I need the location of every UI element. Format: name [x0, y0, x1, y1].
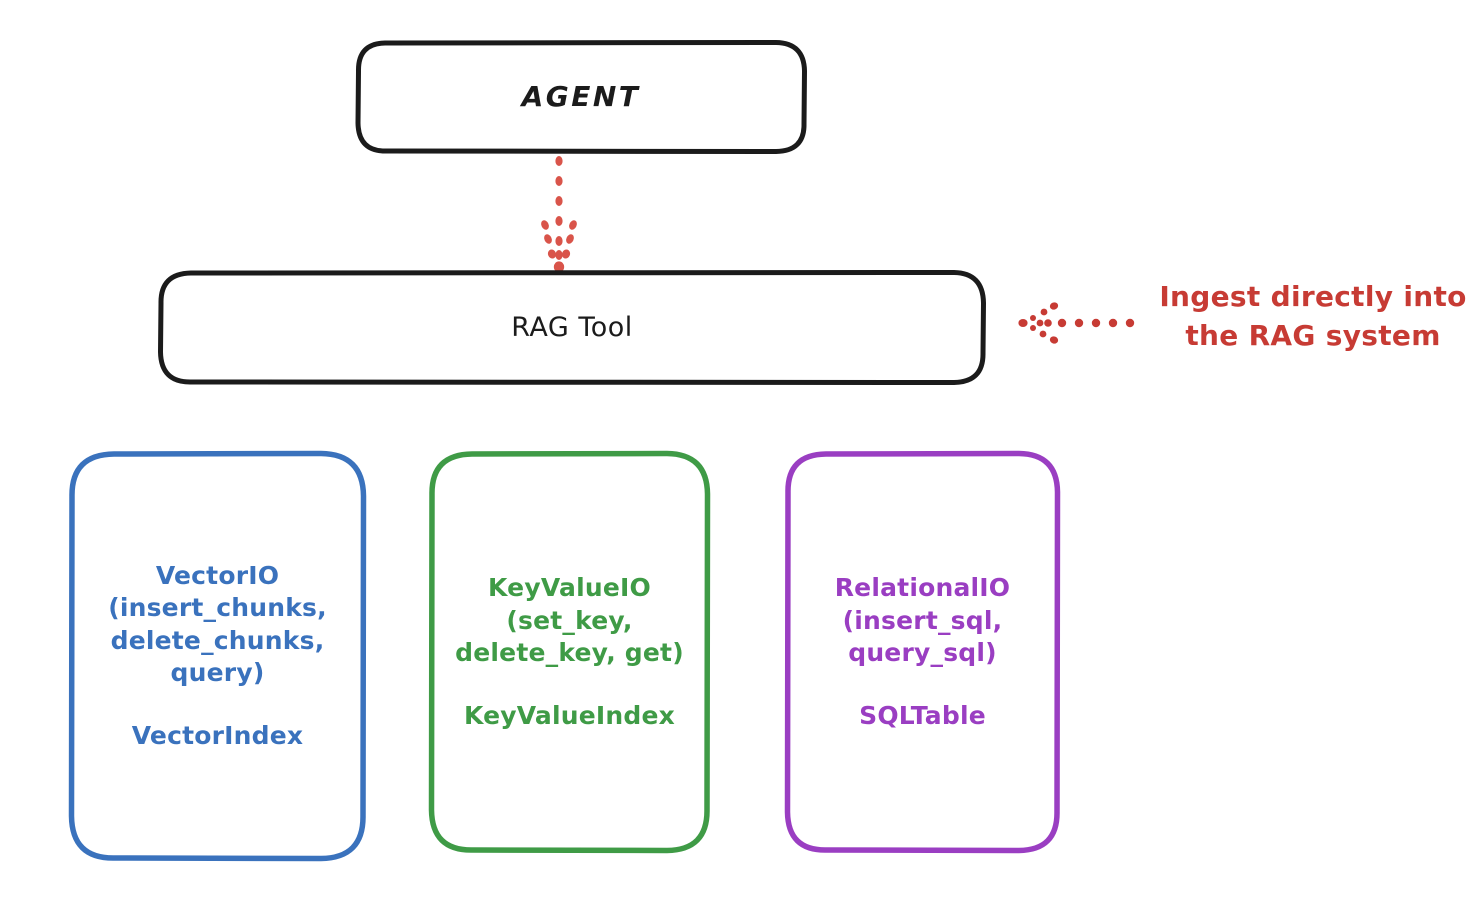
- node-relational-io-sublabel: SQLTable: [859, 700, 986, 730]
- node-vector-io-label: VectorIO (insert_chunks, delete_chunks, …: [108, 560, 327, 688]
- node-key-value-io[interactable]: KeyValueIO (set_key, delete_key, get) Ke…: [428, 450, 711, 854]
- node-relational-io-label: RelationalIO (insert_sql, query_sql): [834, 573, 1011, 667]
- node-vector-io-sublabel: VectorIndex: [131, 720, 304, 750]
- node-relational-io[interactable]: RelationalIO (insert_sql, query_sql) SQL…: [784, 450, 1061, 854]
- node-key-value-io-sublabel: KeyValueIndex: [463, 700, 676, 730]
- connector-ingest-arrow: [1018, 302, 1135, 344]
- node-agent-label: AGENT: [521, 79, 641, 113]
- annotation-ingest-text: Ingest directly into the RAG system: [1159, 280, 1467, 352]
- node-agent[interactable]: AGENT: [355, 40, 807, 154]
- node-rag-tool-label: RAG Tool: [511, 311, 633, 343]
- connector-agent-to-rag-tool: [541, 156, 577, 273]
- node-key-value-io-label: KeyValueIO (set_key, delete_key, get): [455, 573, 684, 667]
- node-vector-io[interactable]: VectorIO (insert_chunks, delete_chunks, …: [68, 450, 367, 862]
- node-rag-tool[interactable]: RAG Tool: [157, 270, 987, 385]
